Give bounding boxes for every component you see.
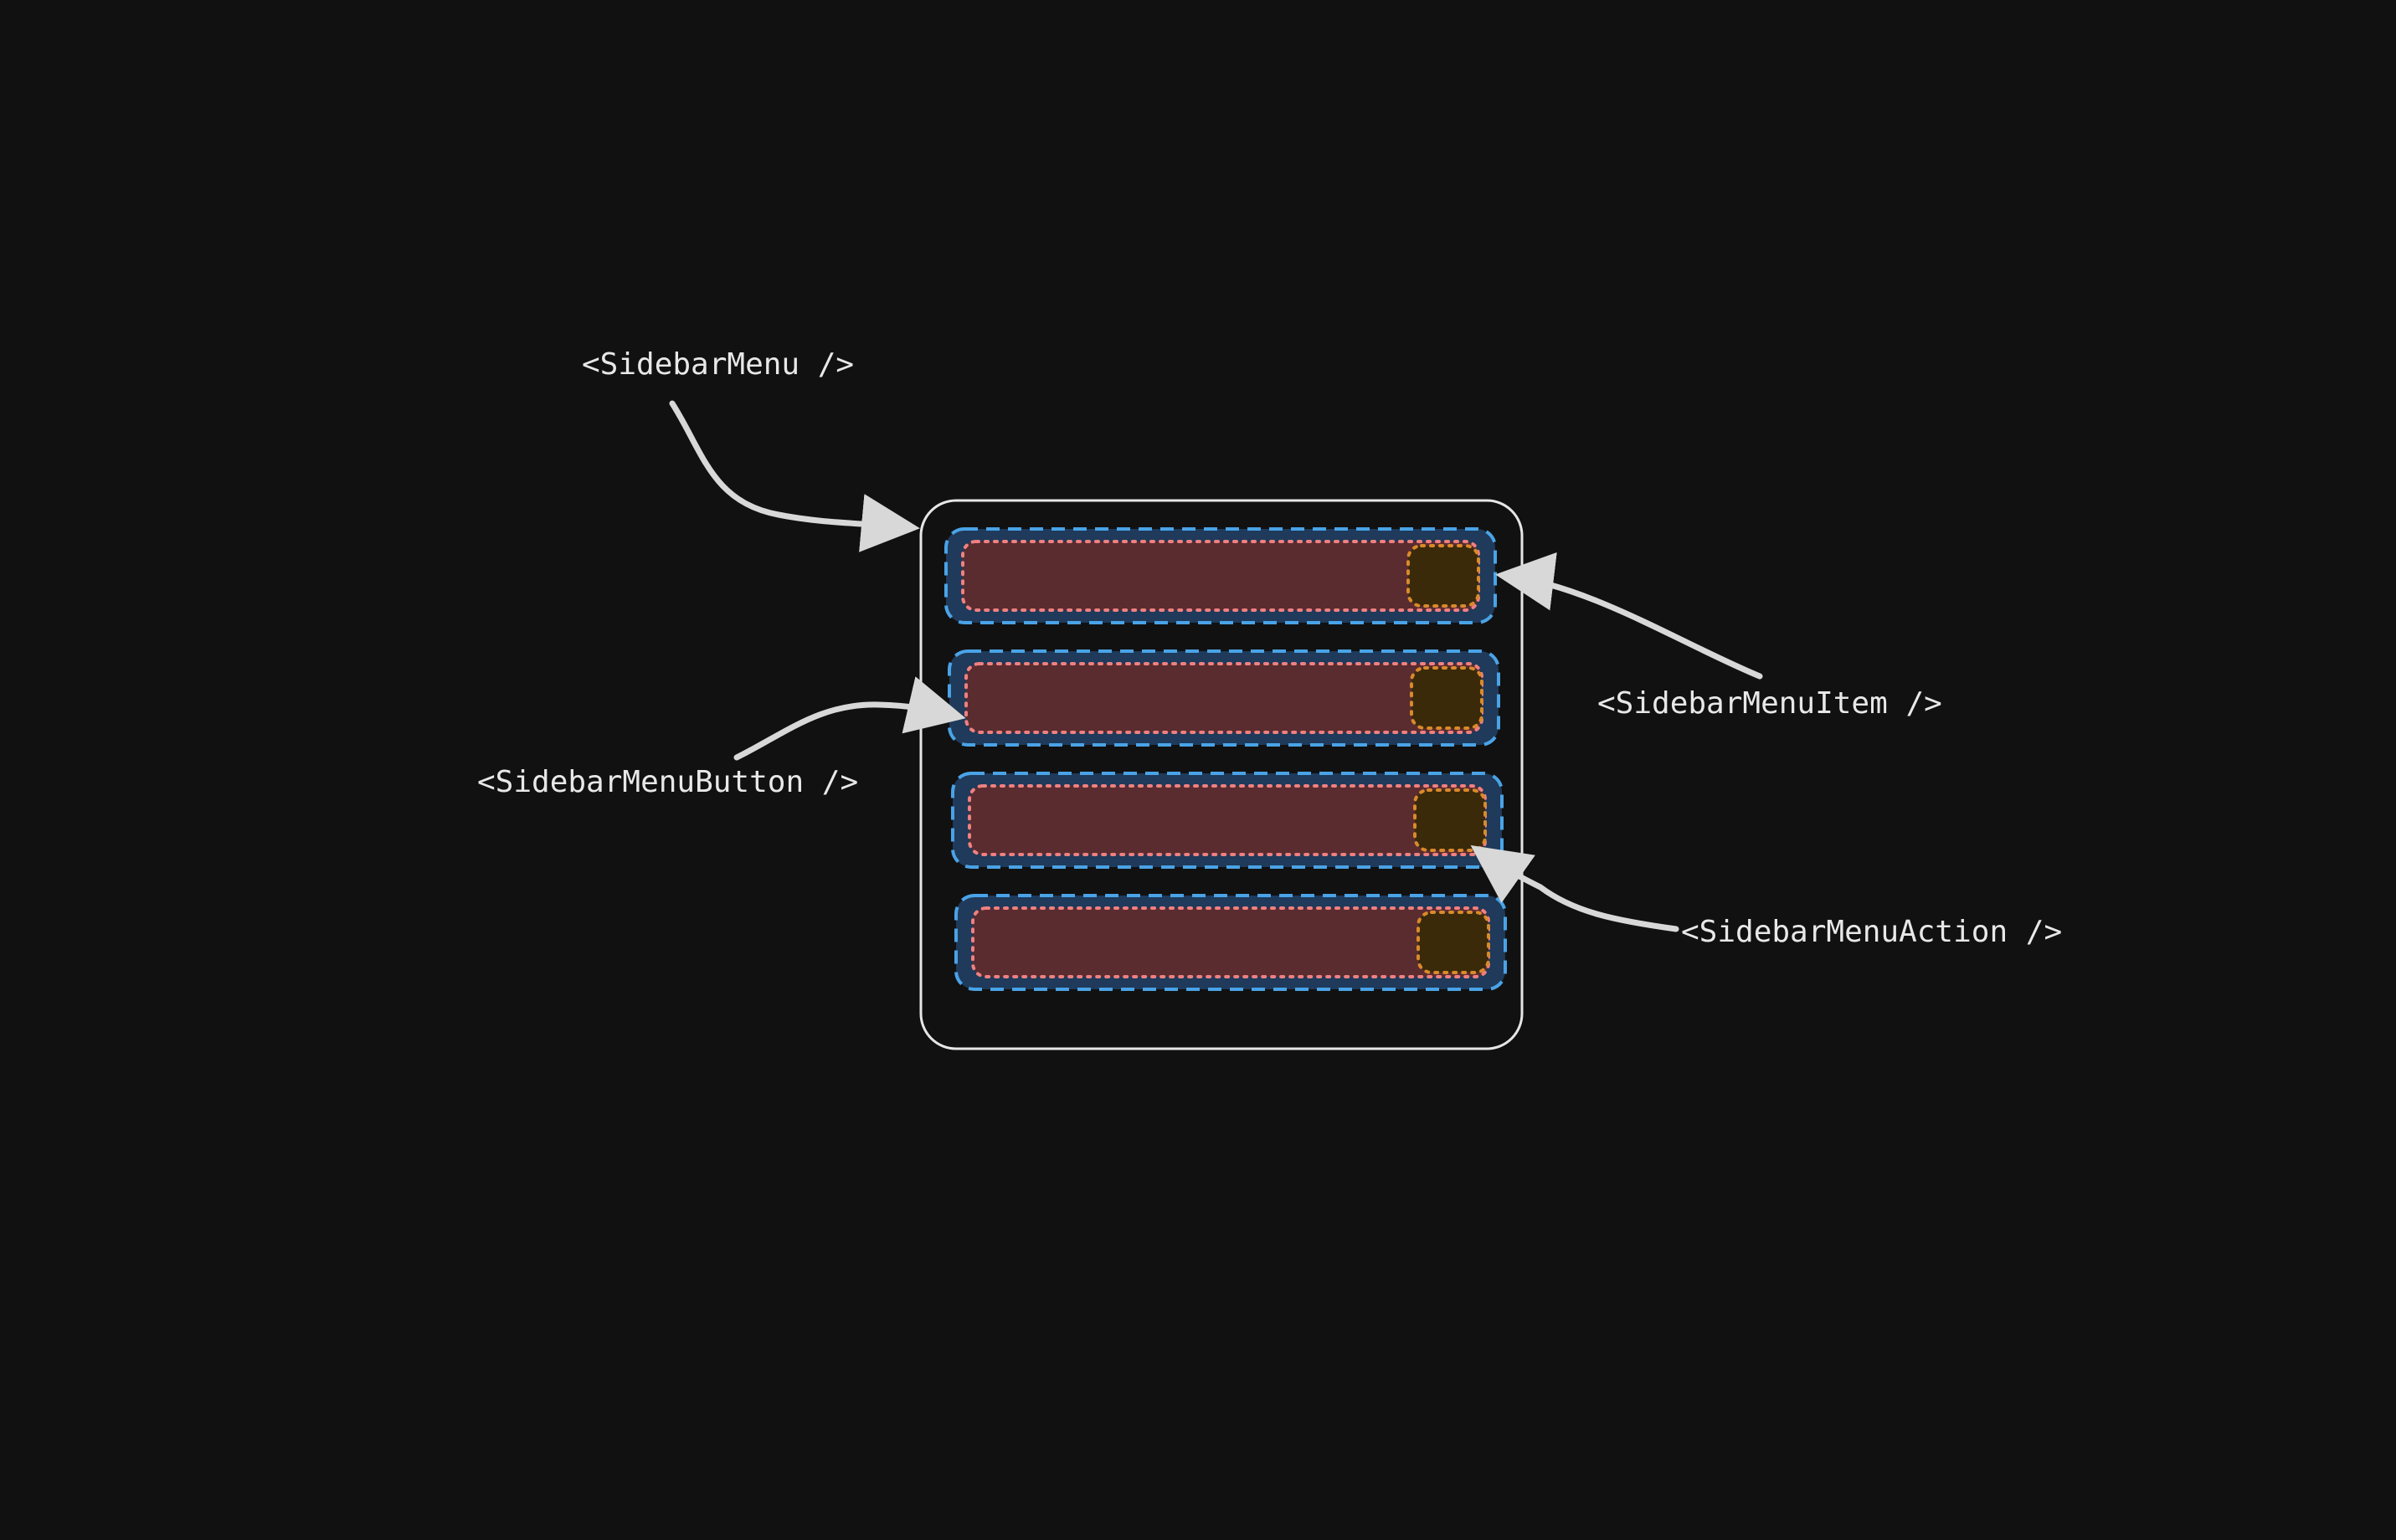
label-sidebar-menu-item: <SidebarMenuItem /> <box>1597 686 1942 721</box>
sidebar-menu-action-1 <box>1406 544 1480 608</box>
sidebar-menu-button-1 <box>961 540 1480 612</box>
sidebar-menu-items <box>944 527 1507 991</box>
arrow-sidebar-menu-item <box>1495 552 1763 680</box>
label-sidebar-menu: <SidebarMenu /> <box>582 347 854 382</box>
sidebar-menu-action-4 <box>1417 911 1490 974</box>
label-sidebar-menu-action: <SidebarMenuAction /> <box>1681 915 2062 949</box>
arrow-sidebar-menu <box>669 400 920 552</box>
sidebar-menu-button-2 <box>964 662 1483 734</box>
label-sidebar-menu-button: <SidebarMenuButton /> <box>477 765 858 799</box>
sidebar-menu-button-3 <box>968 784 1487 856</box>
arrow-sidebar-menu-action <box>1470 844 1679 932</box>
sidebar-menu-button-4 <box>971 906 1490 978</box>
sidebar-menu-action-2 <box>1410 666 1483 730</box>
sidebar-menu-container <box>919 499 1524 1050</box>
arrow-sidebar-menu-button <box>733 676 966 761</box>
sidebar-menu-action-3 <box>1413 788 1487 852</box>
